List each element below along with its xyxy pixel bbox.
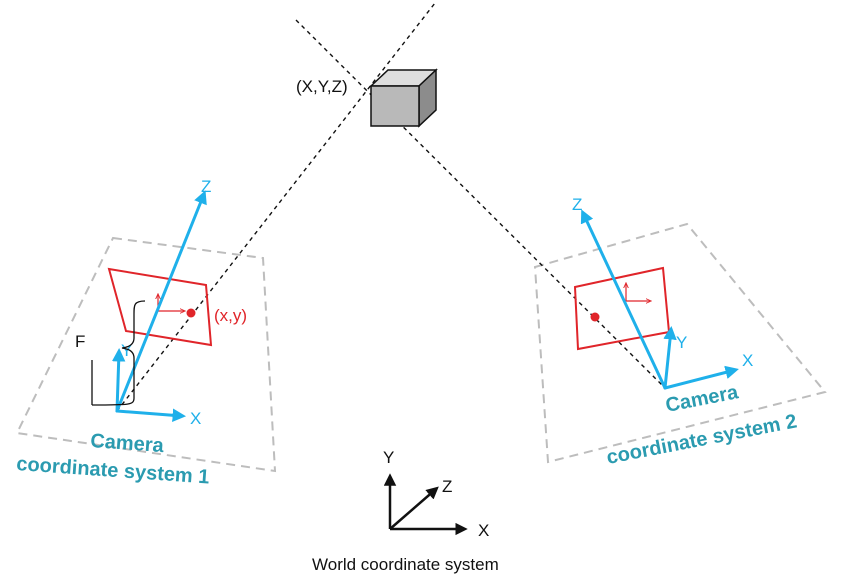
camera1-label-line1: Camera — [90, 430, 166, 457]
camera1-image-point-label: (x,y) — [214, 306, 247, 325]
ray-camera1 — [116, 2, 436, 412]
camera2-x-axis — [663, 365, 739, 390]
camera1-axes: Z Y X — [111, 177, 211, 428]
camera1-z-axis — [115, 190, 207, 413]
focal-length-label: F — [75, 332, 85, 351]
camera1-y-axis — [111, 347, 126, 413]
camera1-image-point — [186, 308, 196, 318]
camera2-frustum — [533, 222, 827, 464]
world-point-label: (X,Y,Z) — [296, 77, 348, 96]
camera2-image-plane — [573, 266, 671, 351]
world-axes: Y X Z — [383, 448, 489, 540]
camera1-x-axis — [115, 408, 187, 423]
world-point-cube — [369, 68, 438, 128]
ray-camera2 — [295, 19, 666, 389]
camera1-label-line2: coordinate system 1 — [16, 453, 210, 488]
camera2-x-label: X — [742, 351, 753, 370]
camera1-x-label: X — [190, 409, 201, 428]
camera1-y-label: Y — [121, 341, 132, 360]
camera2-z-axis — [580, 209, 667, 390]
camera1-image-plane — [107, 267, 213, 347]
camera2-axes: Z Y X — [572, 195, 753, 390]
focal-length-brace — [91, 300, 146, 406]
world-z-label: Z — [442, 477, 452, 496]
camera1-z-label: Z — [201, 177, 211, 196]
cube-front-face — [370, 85, 420, 127]
world-x-label: X — [478, 521, 489, 540]
world-z-axis — [389, 486, 439, 530]
world-caption: World coordinate system — [312, 555, 499, 574]
camera2-y-label: Y — [676, 333, 687, 352]
camera1-frustum — [15, 236, 277, 473]
world-y-label: Y — [383, 448, 394, 467]
camera2-z-label: Z — [572, 195, 582, 214]
camera2-image-point — [590, 312, 600, 322]
camera2-y-axis — [663, 325, 677, 390]
